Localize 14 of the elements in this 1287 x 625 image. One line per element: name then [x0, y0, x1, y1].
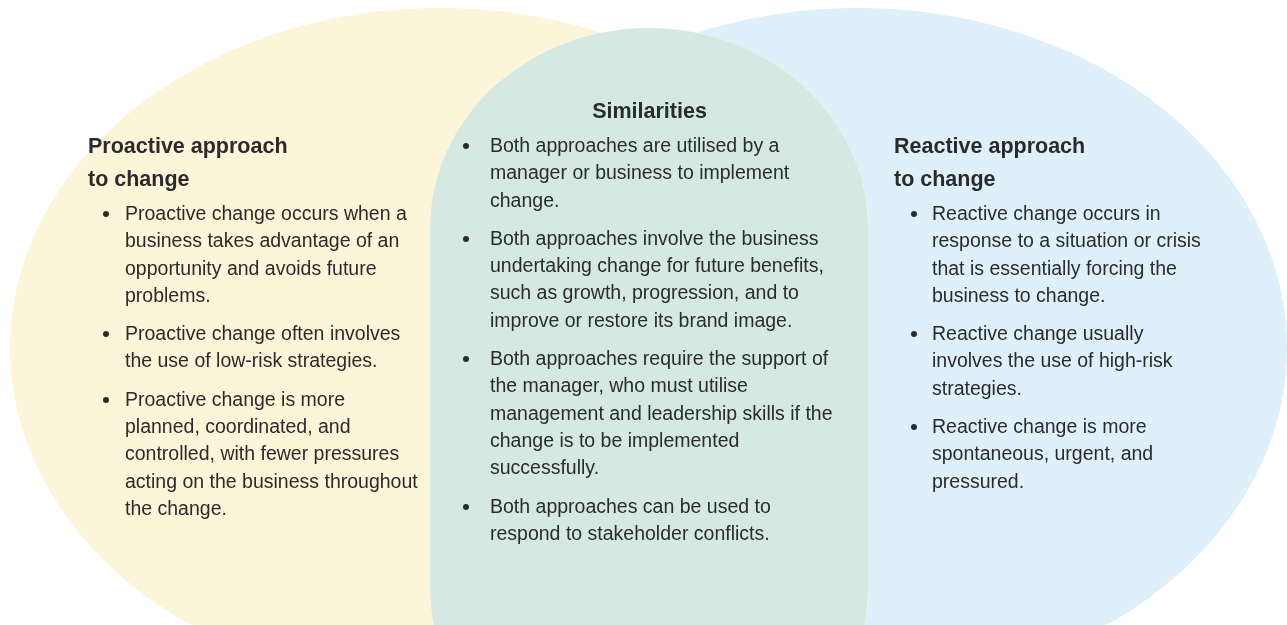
- bullet-point: Reactive change is more spontaneous, urgent, and pressured.: [894, 413, 1204, 495]
- bullet-point: Proactive change occurs when a business takes advantage of an opportunity and avoids future problems.: [88, 200, 418, 310]
- overlap-region: [430, 8, 868, 625]
- bullet-point: Both approaches are utilised by a manager or business to implement change.: [457, 132, 842, 214]
- bullet-point: Proactive change is more planned, coordinated, and controlled, with fewer pressures acting on the business throughout the change.: [88, 385, 418, 523]
- bullet-point: Both approaches can be used to respond to stakeholder conflicts.: [457, 492, 842, 548]
- bullet-point: Reactive change usually involves the use of high-risk strategies.: [894, 320, 1204, 403]
- bullet-point: Both approaches involve the business undertaking change for future benefits, such as growth, progression, and to improve or restore its brand image.: [457, 224, 842, 335]
- bullet-point: Both approaches require the support of the manager, who must utilise management and leadership skills if the change is to be implemented successfully.: [457, 345, 842, 482]
- heading: Proactive approach to change: [88, 133, 289, 193]
- heading: Similarities: [591, 98, 708, 124]
- bullet-point: Proactive change often involves the use of low-risk strategies.: [88, 320, 418, 375]
- heading: Reactive approach to change: [894, 133, 1087, 193]
- bullet-point: Reactive change occurs in response to a situation or crisis that is essentially forcing the business to change.: [894, 200, 1204, 310]
